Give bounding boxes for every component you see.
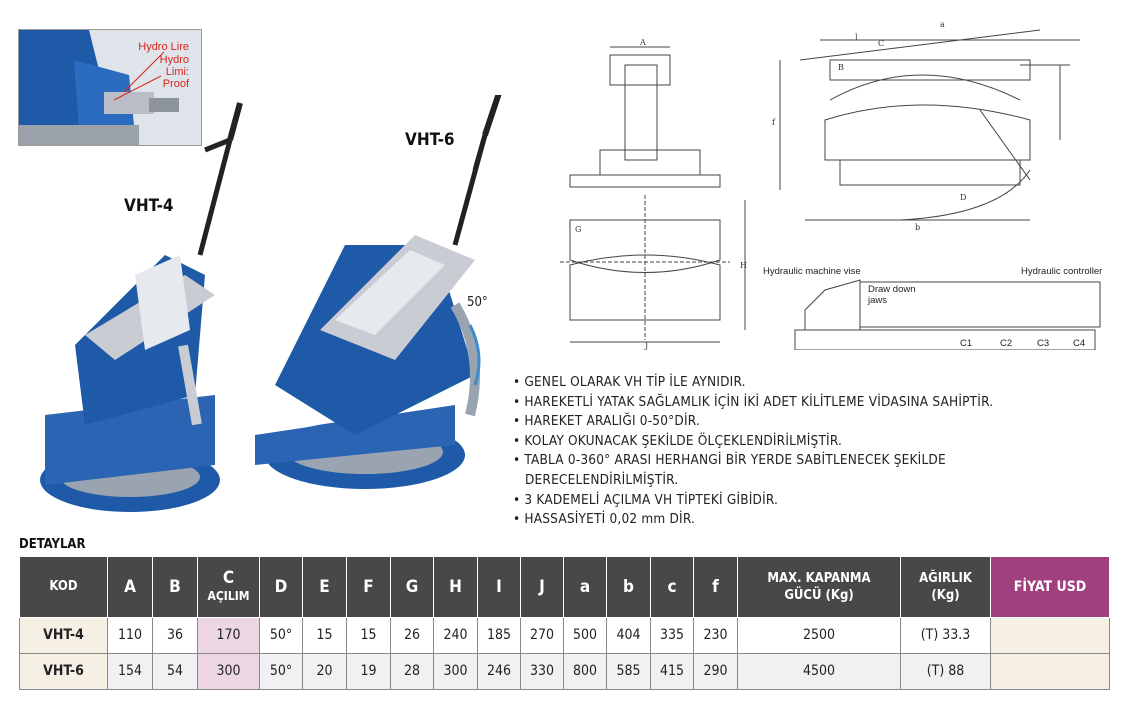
header-price: FİYAT USD <box>990 557 1110 618</box>
cell: 154 <box>107 652 153 690</box>
model-label-vht6: VHT-6 <box>405 130 455 150</box>
cell: 404 <box>606 616 651 654</box>
vise-label: Hydraulic machine vise <box>763 266 861 277</box>
svg-text:f: f <box>772 118 776 127</box>
technical-drawings: A G H J B C a b f Dl Hydraulic machine vise Hy… <box>560 20 1102 350</box>
clamp-c3: C3 <box>1037 338 1049 349</box>
cell-c: 170 <box>197 616 260 654</box>
header-lc: c <box>650 557 694 618</box>
header-i: I <box>477 557 521 618</box>
cell-c: 300 <box>197 652 260 690</box>
inset-label-hydro-lire: Hydro Lire <box>138 41 189 53</box>
cell: 300 <box>433 652 478 690</box>
clamp-c4: C4 <box>1073 338 1085 349</box>
svg-text:b: b <box>915 223 920 232</box>
cell-kod: VHT-6 <box>19 652 108 690</box>
cell-price <box>990 652 1110 690</box>
svg-text:D: D <box>960 193 966 202</box>
controller-label: Hydraulic controller <box>1021 266 1102 277</box>
header-lf: f <box>693 557 738 618</box>
cell: 230 <box>693 616 738 654</box>
svg-text:G: G <box>575 225 581 234</box>
cell: 4500 <box>737 652 901 690</box>
cell: 270 <box>520 616 564 654</box>
cell: 110 <box>107 616 153 654</box>
header-e: E <box>302 557 347 618</box>
svg-text:J: J <box>644 341 648 350</box>
vise-closeup-image <box>19 30 201 145</box>
cell: (T) 88 <box>900 652 991 690</box>
cell: 54 <box>152 652 198 690</box>
feature-item: GENEL OLARAK VH TİP İLE AYNIDIR. <box>513 373 1073 393</box>
jaws-label-1: Draw down <box>868 284 916 295</box>
feature-item: HAREKET ARALIĞI 0-50°DİR. <box>513 412 1073 432</box>
cell: 15 <box>346 616 391 654</box>
clamp-c2: C2 <box>1000 338 1012 349</box>
cell: 15 <box>302 616 347 654</box>
vht4-vise-image <box>40 102 243 512</box>
table-row: VHT-6 154 54 300 50° 20 19 28 300 246 33… <box>19 652 1110 690</box>
header-la: a <box>563 557 607 618</box>
svg-text:C: C <box>878 39 884 48</box>
header-j: J <box>520 557 564 618</box>
header-d: D <box>259 557 303 618</box>
feature-item: HAREKETLİ YATAK SAĞLAMLIK İÇİN İKİ ADET … <box>513 393 1073 413</box>
table-row: VHT-4 110 36 170 50° 15 15 26 240 185 27… <box>19 616 1110 654</box>
cell-price <box>990 616 1110 654</box>
cell: 50° <box>259 652 303 690</box>
feature-item: KOLAY OKUNACAK ŞEKİLDE ÖLÇEKLENDİRİLMİŞT… <box>513 432 1073 452</box>
cell: 36 <box>152 616 198 654</box>
svg-text:l: l <box>855 33 858 42</box>
feature-item: HASSASİYETİ 0,02 mm DİR. <box>513 510 1073 530</box>
header-lb: b <box>606 557 651 618</box>
clamp-c1: C1 <box>960 338 972 349</box>
details-title: DETAYLAR <box>19 537 86 552</box>
cell: 585 <box>606 652 651 690</box>
cell: 415 <box>650 652 694 690</box>
svg-text:a: a <box>940 20 945 29</box>
cell: 50° <box>259 616 303 654</box>
cell: 246 <box>477 652 521 690</box>
svg-text:A: A <box>639 38 646 47</box>
header-f: F <box>346 557 391 618</box>
header-h: H <box>433 557 478 618</box>
header-c-letter: C <box>222 567 235 588</box>
cell: 2500 <box>737 616 901 654</box>
cell: 26 <box>390 616 434 654</box>
header-max-force: MAX. KAPANMA GÜCÜ (Kg) <box>737 557 901 618</box>
cell: 290 <box>693 652 738 690</box>
cell: 800 <box>563 652 607 690</box>
cell: 240 <box>433 616 478 654</box>
svg-text:H: H <box>740 261 747 270</box>
cell: (T) 33.3 <box>900 616 991 654</box>
cell: 185 <box>477 616 521 654</box>
feature-list: GENEL OLARAK VH TİP İLE AYNIDIR. HAREKET… <box>513 373 1073 530</box>
header-weight: AĞIRLIK (Kg) <box>900 557 991 618</box>
cell: 19 <box>346 652 391 690</box>
feature-item: 3 KADEMELİ AÇILMA VH TİPTEKİ GİBİDİR. <box>513 491 1073 511</box>
vht6-vise-image <box>255 95 502 489</box>
header-b: B <box>152 557 198 618</box>
vise-product-images <box>40 95 502 512</box>
cell: 335 <box>650 616 694 654</box>
cell: 28 <box>390 652 434 690</box>
inset-photo: Hydro Lire Hydro Limi: Proof <box>18 29 202 146</box>
feature-item: TABLA 0-360° ARASI HERHANGİ BİR YERDE SA… <box>513 451 1073 490</box>
jaws-label-2: jaws <box>867 295 887 306</box>
header-kod: KOD <box>19 557 108 618</box>
header-c-acilim: AÇILIM <box>207 588 250 603</box>
cell: 20 <box>302 652 347 690</box>
cell: 330 <box>520 652 564 690</box>
header-g: G <box>390 557 434 618</box>
tilt-angle-label: 50° <box>467 295 488 310</box>
inset-label-hydro-limit: Hydro Limi: Proof <box>159 54 189 90</box>
header-a: A <box>107 557 153 618</box>
cell-kod: VHT-4 <box>19 616 108 654</box>
cell: 500 <box>563 616 607 654</box>
model-label-vht4: VHT-4 <box>124 196 174 216</box>
svg-text:B: B <box>838 63 844 72</box>
